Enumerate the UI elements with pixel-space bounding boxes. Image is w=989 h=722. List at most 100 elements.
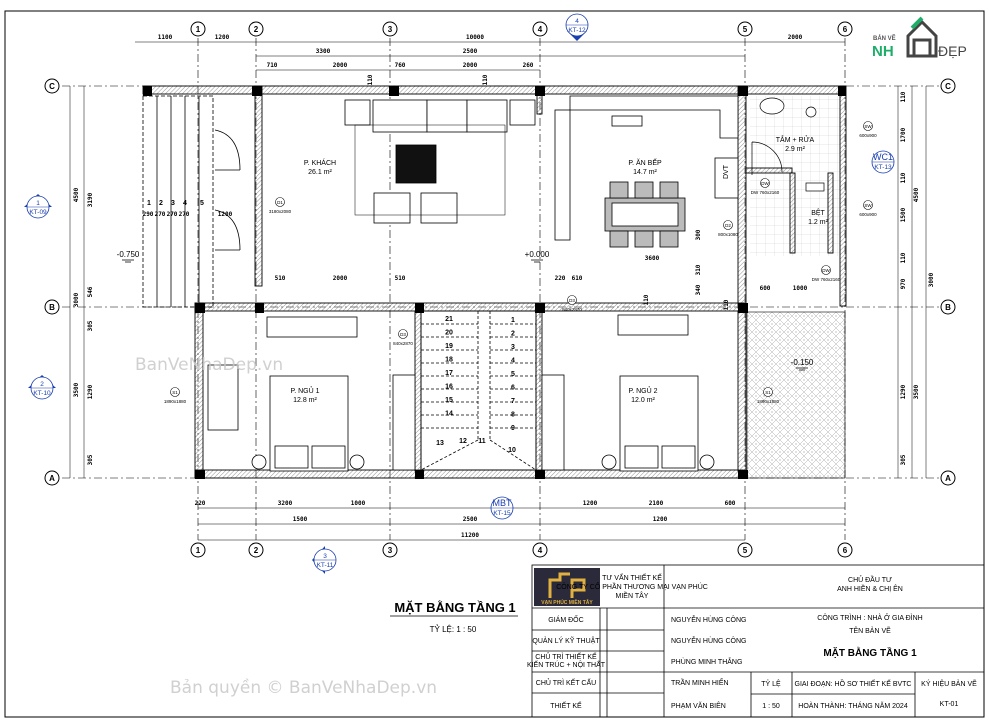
dimension-label: 3500 [913,384,920,399]
dimension-label: 4500 [913,187,920,202]
project-name: CÔNG TRÌNH : NHÀ Ở GIA ĐÌNH [817,613,922,622]
stair-step: 11 [478,438,486,445]
dimension-label: 2100 [649,500,664,507]
opening-tag-bubble [398,329,408,339]
role-label: CHỦ TRÌ THIẾT KẾ [535,651,597,661]
stair-step: 12 [459,438,467,445]
person-name: NGUYỄN HÙNG CÔNG [671,636,746,645]
person-name: PHÙNG MINH THẮNG [671,657,742,666]
dimension-label: 220 [195,500,206,507]
grid-label: 3 [388,546,393,555]
opening-tag: DW [761,181,769,186]
staircase [420,310,537,471]
dimension-label: 110 [482,74,489,85]
dimension-label: 220 [555,275,566,282]
dimension-label: 1200 [218,211,233,218]
walls [142,85,847,479]
opening-size: 840x2870 [393,341,413,346]
level-value: +0.000 [525,250,550,259]
dimension-label: 4500 [73,187,80,202]
grid-label: 5 [743,25,748,34]
grid-bubble [532,542,548,558]
bedroom-furniture [207,314,715,472]
stair-step: 5 [511,371,515,378]
living-furniture [344,99,536,224]
opening-size: 1890x1880 [164,399,187,404]
grid-bubble [44,78,60,94]
stair-step: 4 [511,358,515,365]
grid-bubble [190,21,206,37]
opening-size: 600x900 [859,133,877,138]
section-sheet: KT-11 [317,562,334,569]
logo-text: VẠN PHÚC MIỀN TÂY [541,599,593,606]
drawing-title: MẶT BẰNG TẦNG 1 [394,600,515,615]
dimension-label: 546 [87,286,94,297]
grid-label: 1 [196,546,201,555]
dimension-label: 260 [523,62,534,69]
level-symbol [796,367,808,371]
dimension-label: 110 [367,74,374,85]
logo-small-text: BẢN VẼ [873,35,896,42]
dimension-label: 1500 [293,516,308,523]
dimension-label: 2000 [333,275,348,282]
section-sheet: KT-13 [874,164,892,171]
stair-step: 21 [445,316,453,323]
room-name: P. ĂN BẾP [628,157,662,167]
person-name: PHẠM VĂN BIÊN [671,701,726,710]
section-number: 3 [323,553,327,560]
dimension-label: 3600 [645,255,660,262]
opening-tag: DW [822,268,830,273]
level-value: -0.150 [791,358,814,367]
dimension-label: 1500 [900,207,907,222]
grid-label: C [49,82,55,91]
owner-title: CHỦ ĐẦU TƯ [848,574,892,584]
sheet-name-label: TÊN BẢN VẼ [849,626,891,635]
grid-bubble [248,21,264,37]
entry-steps [142,95,241,308]
sheet-code: KT-01 [940,701,959,708]
dimension-label: 310 [695,264,702,275]
dimension-label: 300 [695,229,702,240]
banvenhadep-logo: BẢN VẼ NH ĐẸP [872,16,967,60]
opening-tag-bubble [821,265,831,275]
role-label: THIẾT KẾ [550,700,582,710]
room-name: P. NGỦ 2 [628,386,657,395]
level-value: -0.750 [117,250,140,259]
kitchen-furniture [554,95,739,248]
stair-step: 17 [445,370,453,377]
room-area: 2.9 m² [785,146,806,153]
stair-step: 3 [511,344,515,351]
dimension-label: 600 [725,500,736,507]
stair-step: 19 [445,343,453,350]
dimension-label: 1290 [900,384,907,399]
section-number: 1 [36,200,40,207]
room-name: BỆT [811,208,825,217]
title-block [531,564,985,718]
opening-size: 1890x1880 [757,399,780,404]
dimension-label: 3000 [928,272,935,287]
stair-step: 10 [508,447,516,454]
section-number: WC1 [873,152,893,162]
dimension-label: 1290 [87,384,94,399]
dimension-label: 710 [267,62,278,69]
stair-step: 9 [511,425,515,432]
dimension-label: 340 [695,284,702,295]
section-sheet: KT-09 [29,209,47,216]
entry-step: 1 [147,200,151,207]
grid-label: 1 [196,25,201,34]
opening-tag: SW [864,124,872,129]
completion-date: HOÀN THÀNH: THÁNG NĂM 2024 [798,701,908,710]
opening-tag-bubble [760,178,770,188]
dimension-label: 2000 [333,62,348,69]
opening-size: 3180x2080 [269,209,292,214]
grid-bubble [837,21,853,37]
entry-step: 2 [159,200,163,207]
dimension-label: 600 [760,285,771,292]
sheet-border [4,10,985,718]
dimension-label: 110 [900,91,907,102]
opening-tag: SW [864,203,872,208]
opening-size: DW 760x2160 [812,277,841,282]
